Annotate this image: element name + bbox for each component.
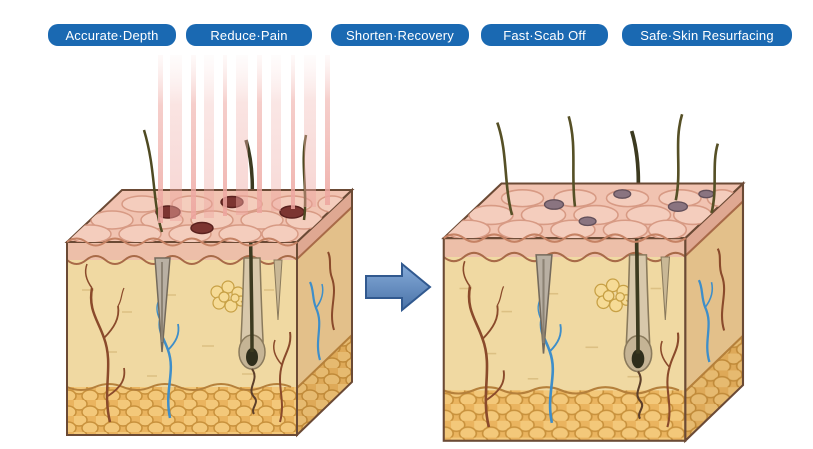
benefit-pill-safe-skin-resurfacing: Safe·Skin Resurfacing <box>622 24 792 46</box>
arrow-right-icon <box>365 261 432 313</box>
regrown-hairs <box>496 113 720 216</box>
benefit-pill-fast-scab-off: Fast·Scab Off <box>481 24 608 46</box>
benefit-pill-shorten-recovery: Shorten·Recovery <box>331 24 469 46</box>
laser-beams <box>158 55 330 223</box>
benefit-pill-accurate-depth: Accurate·Depth <box>48 24 176 46</box>
skin-block-after <box>444 113 743 441</box>
benefit-pill-reduce-pain: Reduce·Pain <box>186 24 312 46</box>
